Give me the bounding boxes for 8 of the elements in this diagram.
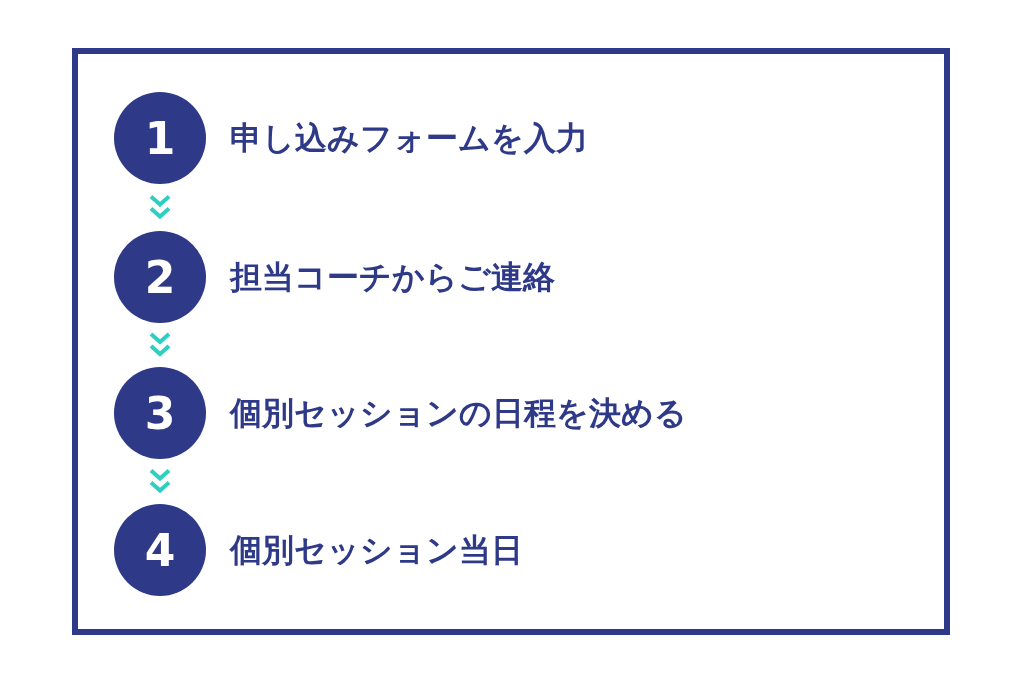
step-text: 担当コーチからご連絡 [230,257,555,297]
step-text: 個別セッションの日程を決める [230,393,687,433]
step-number-circle: 1 [114,92,206,184]
step-number-circle: 4 [114,504,206,596]
step-text: 個別セッション当日 [230,530,523,570]
step-number-circle: 2 [114,231,206,323]
step-number-circle: 3 [114,367,206,459]
step-text: 申し込みフォームを入力 [230,118,588,158]
